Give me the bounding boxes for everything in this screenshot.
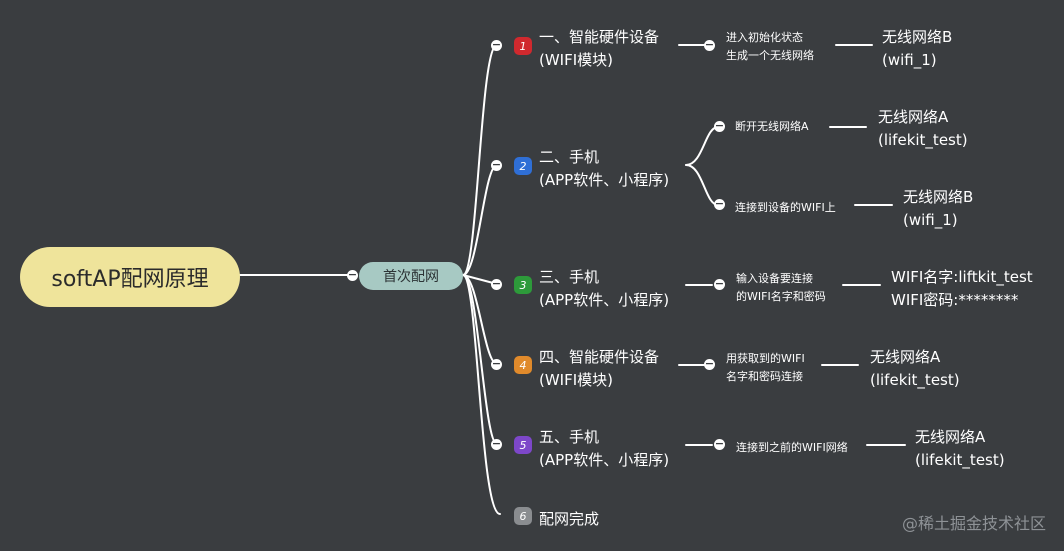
result-line: 无线网络A xyxy=(878,108,949,126)
action-line: 输入设备要连接 xyxy=(736,272,813,285)
collapse-toggle-icon[interactable]: − xyxy=(714,437,725,450)
step-node[interactable]: 一、智能硬件设备 (WIFI模块) xyxy=(539,26,659,72)
action-line: 连接到设备的WIFI上 xyxy=(735,201,836,214)
result-line: (wifi_1) xyxy=(882,51,937,69)
result-line: WIFI名字:liftkit_test xyxy=(891,268,1033,286)
result-line: (lifekit_test) xyxy=(878,131,968,149)
collapse-toggle-icon[interactable]: − xyxy=(491,437,502,450)
collapse-toggle-icon[interactable]: − xyxy=(714,119,725,132)
step-title: 一、智能硬件设备 xyxy=(539,28,660,46)
action-node[interactable]: 用获取到的WIFI 名字和密码连接 xyxy=(726,350,805,386)
action-line: 断开无线网络A xyxy=(735,120,809,133)
hub-node[interactable]: 首次配网 xyxy=(359,262,463,290)
step-node[interactable]: 二、手机 (APP软件、小程序) xyxy=(539,146,669,192)
step-number-badge: 2 xyxy=(514,157,532,175)
step-number-badge: 5 xyxy=(514,436,532,454)
action-node[interactable]: 输入设备要连接 的WIFI名字和密码 xyxy=(736,270,826,306)
collapse-toggle-icon[interactable]: − xyxy=(491,158,502,171)
collapse-toggle-icon[interactable]: − xyxy=(491,357,502,370)
step-number-badge: 6 xyxy=(514,507,532,525)
step-subtitle: (WIFI模块) xyxy=(539,371,614,389)
result-node[interactable]: 无线网络B (wifi_1) xyxy=(903,186,973,232)
collapse-toggle-icon[interactable]: − xyxy=(714,277,725,290)
step-subtitle: (APP软件、小程序) xyxy=(539,171,670,189)
action-line: 连接到之前的WIFI网络 xyxy=(736,441,848,454)
result-line: WIFI密码:******** xyxy=(891,291,1019,309)
step-number-badge: 4 xyxy=(514,356,532,374)
collapse-toggle-icon[interactable]: − xyxy=(491,277,502,290)
action-node[interactable]: 连接到之前的WIFI网络 xyxy=(736,439,848,457)
watermark: @稀土掘金技术社区 xyxy=(901,514,1046,533)
step-number-badge: 3 xyxy=(514,276,532,294)
result-node[interactable]: 无线网络A (lifekit_test) xyxy=(915,426,1005,472)
action-node[interactable]: 进入初始化状态 生成一个无线网络 xyxy=(726,29,814,65)
result-line: (lifekit_test) xyxy=(870,371,960,389)
result-line: (wifi_1) xyxy=(903,211,958,229)
step-node[interactable]: 配网完成 xyxy=(539,508,599,531)
action-line: 生成一个无线网络 xyxy=(726,49,814,62)
step-title: 三、手机 xyxy=(539,268,600,286)
step-subtitle: (APP软件、小程序) xyxy=(539,291,670,309)
result-line: (lifekit_test) xyxy=(915,451,1005,469)
result-line: 无线网络A xyxy=(915,428,986,446)
step-number-badge: 1 xyxy=(514,37,532,55)
action-node[interactable]: 连接到设备的WIFI上 xyxy=(735,199,836,217)
collapse-toggle-icon[interactable]: − xyxy=(491,38,502,51)
collapse-toggle-icon[interactable]: − xyxy=(704,357,715,370)
collapse-toggle-icon[interactable]: − xyxy=(714,197,725,210)
step-title: 四、智能硬件设备 xyxy=(539,348,660,366)
collapse-toggle-icon[interactable]: − xyxy=(704,38,715,51)
step-title: 二、手机 xyxy=(539,148,600,166)
action-line: 进入初始化状态 xyxy=(726,31,803,44)
step-title: 配网完成 xyxy=(539,510,600,528)
result-line: 无线网络B xyxy=(903,188,974,206)
collapse-toggle-icon[interactable]: − xyxy=(347,268,358,281)
step-node[interactable]: 五、手机 (APP软件、小程序) xyxy=(539,426,669,472)
result-node[interactable]: 无线网络B (wifi_1) xyxy=(882,26,952,72)
result-line: 无线网络A xyxy=(870,348,941,366)
step-node[interactable]: 四、智能硬件设备 (WIFI模块) xyxy=(539,346,659,392)
step-subtitle: (WIFI模块) xyxy=(539,51,614,69)
result-node[interactable]: WIFI名字:liftkit_test WIFI密码:******** xyxy=(891,266,1033,312)
step-title: 五、手机 xyxy=(539,428,600,446)
action-node[interactable]: 断开无线网络A xyxy=(735,118,809,136)
result-line: 无线网络B xyxy=(882,28,953,46)
step-node[interactable]: 三、手机 (APP软件、小程序) xyxy=(539,266,669,312)
result-node[interactable]: 无线网络A (lifekit_test) xyxy=(870,346,960,392)
result-node[interactable]: 无线网络A (lifekit_test) xyxy=(878,106,968,152)
action-line: 的WIFI名字和密码 xyxy=(736,290,826,303)
root-node[interactable]: softAP配网原理 xyxy=(20,247,240,307)
step-subtitle: (APP软件、小程序) xyxy=(539,451,670,469)
action-line: 用获取到的WIFI xyxy=(726,352,805,365)
action-line: 名字和密码连接 xyxy=(726,370,803,383)
